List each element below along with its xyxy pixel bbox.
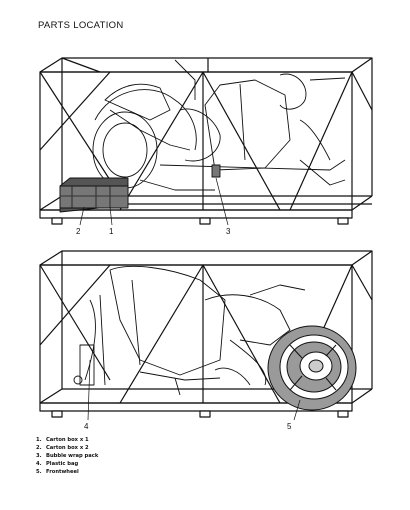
crate-diagram-bottom: 4 5 [39, 250, 373, 431]
legend-label: Bubble wrap pack [46, 453, 99, 460]
carton-box-group [59, 177, 129, 213]
callout-2: 2 [76, 227, 81, 236]
legend-label: Carton box x 2 [46, 445, 89, 452]
legend-item: 1. Carton box x 1 [36, 436, 98, 444]
crate-diagram-top: 2 1 3 [39, 57, 373, 236]
page-title: PARTS LOCATION [38, 20, 124, 31]
crate-frame-top [39, 57, 373, 225]
legend-label: Plastic bag [46, 461, 79, 468]
legend-number: 5. [36, 469, 42, 476]
legend-item: 5. Frontwheel [36, 468, 98, 476]
legend-number: 4. [36, 461, 42, 468]
front-wheel [267, 325, 357, 411]
legend-label: Frontwheel [46, 469, 79, 476]
motorcycle-illustration-top [92, 59, 346, 191]
legend-item: 2. Carton box x 2 [36, 444, 98, 452]
legend-number: 2. [36, 445, 42, 452]
callout-3: 3 [226, 227, 231, 236]
legend-number: 1. [36, 437, 42, 443]
callout-4: 4 [84, 422, 89, 431]
legend-item: 4. Plastic bag [36, 460, 98, 468]
callout-1: 1 [109, 227, 114, 236]
legend-label: Carton box x 1 [46, 437, 89, 443]
parts-legend: 1. Carton box x 1 2. Carton box x 2 3. Bubb… [36, 436, 98, 476]
legend-number: 3. [36, 453, 42, 460]
crate-frame-bottom [39, 250, 373, 418]
callout-5: 5 [287, 422, 292, 431]
legend-item: 3. Bubble wrap pack [36, 452, 98, 460]
